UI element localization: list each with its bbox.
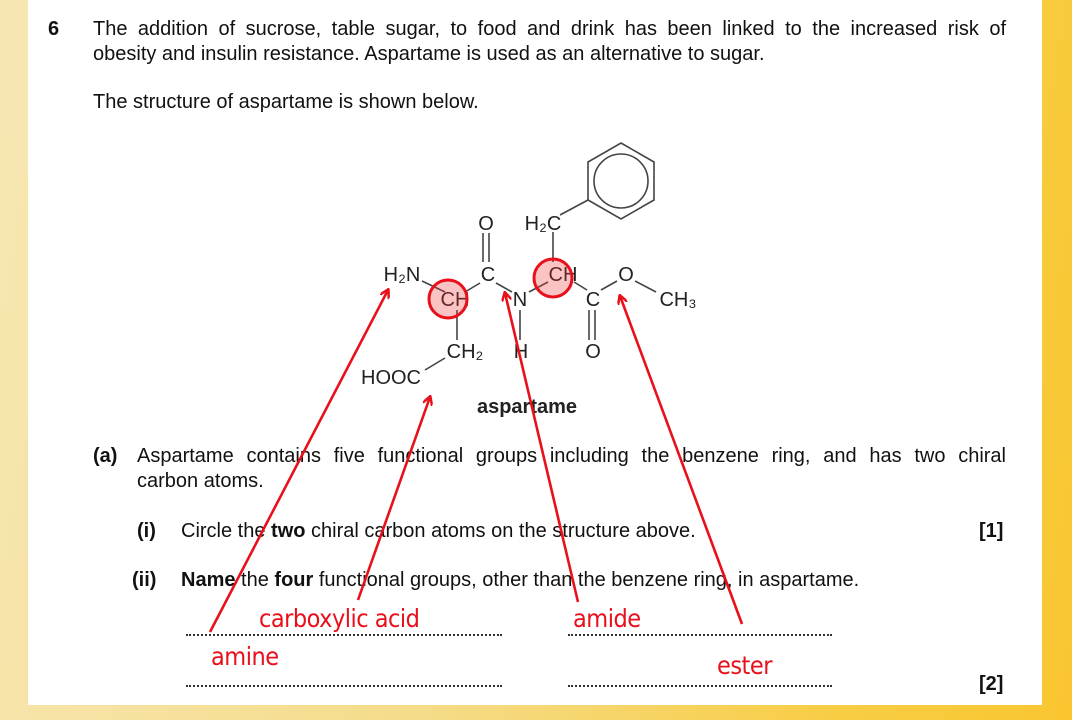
intro-line-1: The addition of sucrose, table sugar, to… xyxy=(93,18,1006,40)
atom-h2c: H₂C xyxy=(525,213,562,235)
part-a-line-2: carbon atoms. xyxy=(137,470,264,492)
arrow-carboxylic-acid xyxy=(356,397,430,601)
benzene-inner-circle xyxy=(593,153,649,209)
molecule-name: aspartame xyxy=(477,396,577,418)
chiral-circle-right xyxy=(532,257,574,299)
atom-h2n: H₂N xyxy=(384,264,421,286)
answer-amine: amine xyxy=(211,642,279,671)
atom-o-bottom: O xyxy=(585,341,601,363)
answer-line-1[interactable] xyxy=(186,634,502,636)
benzene-ring xyxy=(587,142,655,220)
arrow-amide xyxy=(505,293,580,603)
part-i-text: Circle the two chiral carbon atoms on th… xyxy=(181,519,696,543)
part-ii-marks: [2] xyxy=(979,673,1004,695)
intro-line-2: obesity and insulin resistance. Aspartam… xyxy=(93,43,765,65)
part-ii-label: (ii) xyxy=(132,569,157,591)
part-i-label: (i) xyxy=(137,520,156,542)
answer-line-4[interactable] xyxy=(568,685,832,687)
structure-intro: The structure of aspartame is shown belo… xyxy=(93,91,479,113)
answer-ester: ester xyxy=(717,651,772,680)
part-i-marks: [1] xyxy=(979,520,1004,542)
answer-line-3[interactable] xyxy=(186,685,502,687)
atom-o-carbonyl: O xyxy=(478,213,494,235)
part-i-text-pre: Circle the xyxy=(181,520,272,542)
atom-ch-left: CH xyxy=(441,289,470,311)
part-ii-mid: the xyxy=(235,569,275,591)
atom-ch3: CH₃ xyxy=(659,289,696,311)
atom-ch2: CH₂ xyxy=(447,341,484,363)
part-i-text-post: chiral carbon atoms on the structure abo… xyxy=(305,520,696,542)
atom-c-ester: C xyxy=(586,289,600,311)
part-a-line-1: Aspartame contains five functional group… xyxy=(137,445,1006,467)
part-a-label: (a) xyxy=(93,445,118,467)
arrow-amine xyxy=(208,290,388,633)
answer-line-2[interactable] xyxy=(568,634,832,636)
part-ii-bold-name: Name xyxy=(181,569,236,591)
exam-page xyxy=(28,0,1042,705)
atom-hooc: HOOC xyxy=(361,367,421,389)
part-i-text-bold: two xyxy=(271,520,306,542)
question-number: 6 xyxy=(48,18,60,40)
arrow-ester xyxy=(620,296,744,625)
part-ii-bold-four: four xyxy=(274,569,314,591)
answer-carboxylic-acid: carboxylic acid xyxy=(259,604,420,633)
chiral-circle-left xyxy=(427,278,469,320)
atom-o-ester: O xyxy=(618,264,634,286)
atom-n: N xyxy=(513,289,527,311)
atom-c-carbonyl: C xyxy=(481,264,495,286)
answer-amide: amide xyxy=(573,604,641,633)
